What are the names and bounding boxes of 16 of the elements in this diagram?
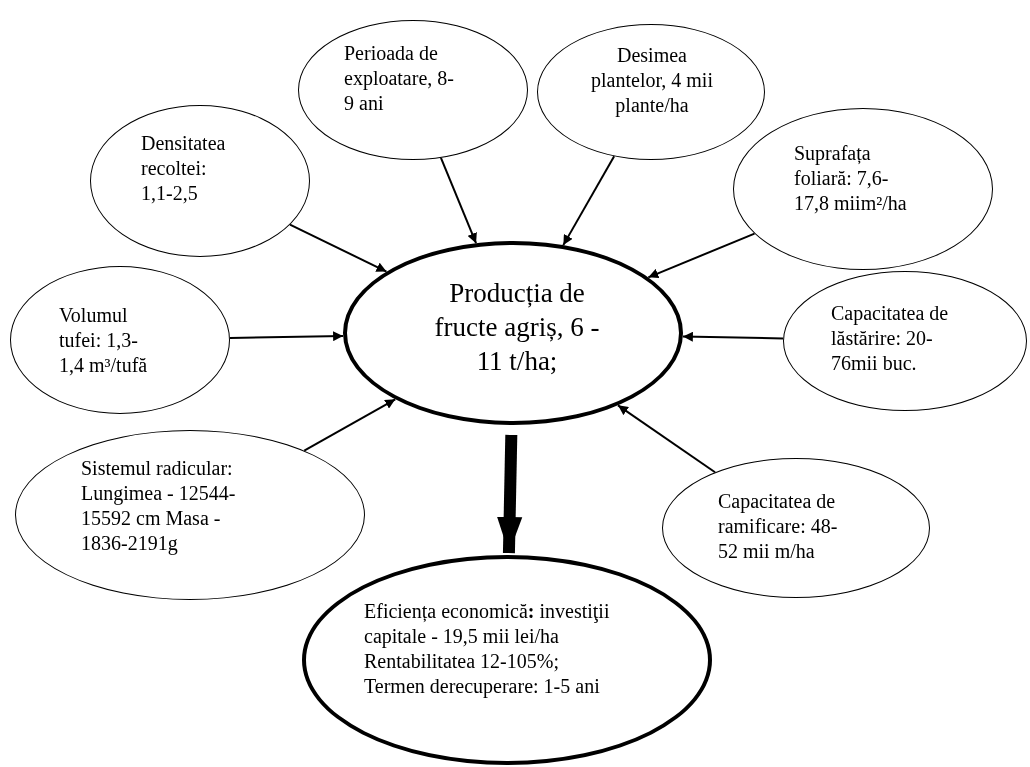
arrow xyxy=(681,331,785,342)
node-text: Densitatea recoltei: 1,1-2,5 xyxy=(141,131,227,206)
arrow xyxy=(497,434,523,554)
node-text: Desimea plantelor, 4 mii plante/ha xyxy=(590,43,714,118)
node-text: Producția de fructe agriș, 6 - 11 t/ha; xyxy=(433,277,601,378)
node-text: Suprafața foliară: 7,6-17,8 miim²/ha xyxy=(794,141,908,216)
node-text: Capacitatea de lăstărire: 20-76mii buc. xyxy=(831,301,950,376)
arrow xyxy=(289,223,388,273)
node-text: Perioada de exploatare, 8-9 ani xyxy=(344,41,455,116)
node-text: Eficiența economică: investiţii capitale - 19,5 mii lei/ha Rentabilitatea 12-105%; Termen derecuperare: 1-5 ani xyxy=(364,599,611,699)
node-text: Volumul tufei: 1,3-1,4 m³/tufă xyxy=(59,303,149,378)
arrow xyxy=(303,398,397,452)
node-text: Sistemul radicular: Lungimea - 12544-15592 cm Masa - 1836-2191g xyxy=(81,456,237,556)
arrow xyxy=(647,232,756,279)
arrow xyxy=(617,404,717,474)
node-text: Capacitatea de ramificare: 48-52 mii m/ha xyxy=(718,489,839,564)
